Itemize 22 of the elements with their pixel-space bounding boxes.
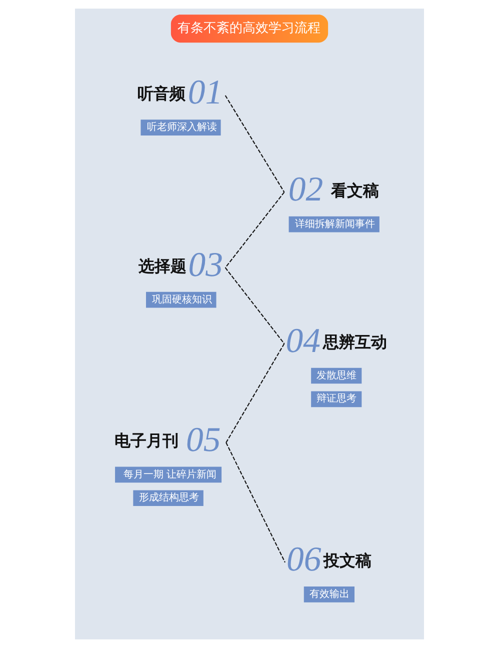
node-label: 04 [285,320,320,360]
node-label: 02 [288,169,323,208]
node-box: 详细拆解新闻事件 [288,216,379,232]
connector [225,442,285,563]
connector [224,267,284,344]
diagram-title: 有条不紊的高效学习流程 [177,21,320,36]
node-label: 05 [186,420,220,459]
node-label: 听音频 [137,84,186,104]
node-label: 01 [187,72,222,112]
node-box: 巩固硬核知识 [146,292,216,308]
node-label: 看文稿 [330,180,379,200]
connector [224,95,284,192]
node-label: 投文稿 [323,550,372,570]
node-label: 电子月刊 [114,431,178,450]
node-label: 06 [286,539,321,578]
node-box: 听老师深入解读 [140,120,220,136]
node-label: 思辨互动 [322,332,386,352]
node-label: 选择题 [138,256,186,276]
connector [225,343,284,443]
connector [224,192,284,268]
node-label: 03 [188,244,223,284]
node-box: 有效输出 [303,586,354,602]
